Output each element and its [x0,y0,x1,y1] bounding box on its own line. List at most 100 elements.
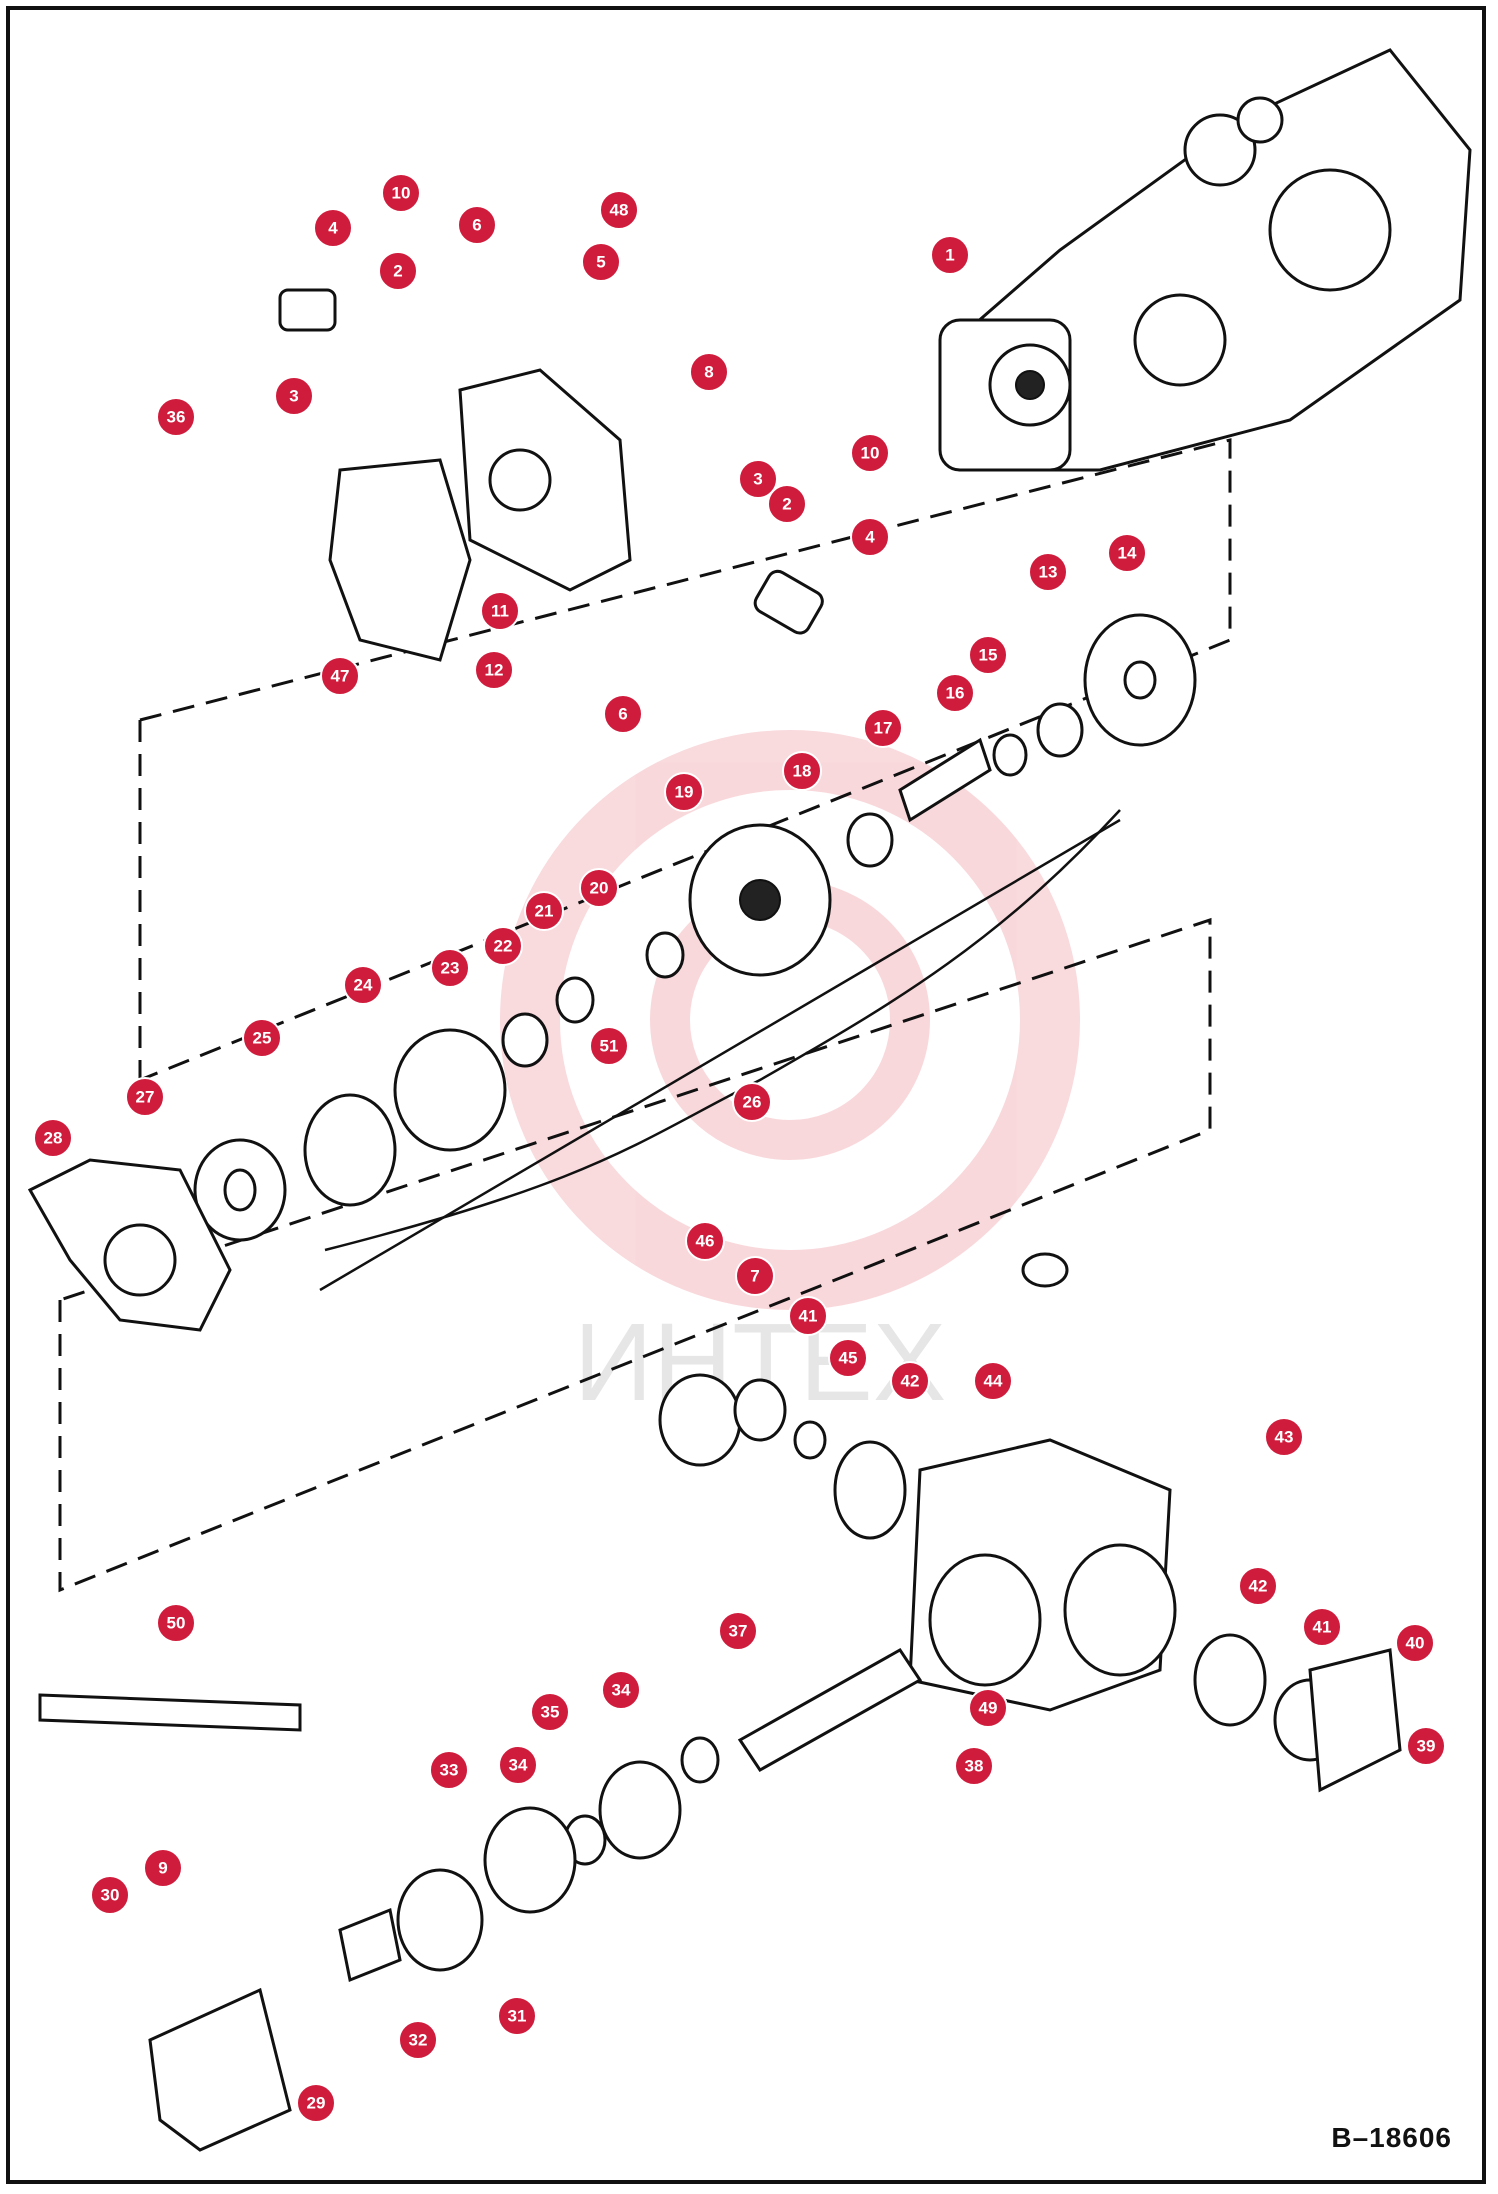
callout-34: 34 [601,1670,641,1710]
svg-text:25: 25 [253,1029,272,1048]
callout-26: 26 [732,1082,772,1122]
callout-22: 22 [483,926,523,966]
callout-4: 4 [850,517,890,557]
svg-text:8: 8 [704,363,713,382]
svg-text:9: 9 [158,1859,167,1878]
callout-6: 6 [603,694,643,734]
svg-text:38: 38 [965,1757,984,1776]
svg-text:34: 34 [612,1681,631,1700]
callout-43: 43 [1264,1417,1304,1457]
valve-block [278,288,824,662]
callout-44: 44 [973,1361,1013,1401]
callout-34: 34 [498,1745,538,1785]
drawing-reference-code: B–18606 [1331,2122,1452,2153]
svg-text:34: 34 [509,1756,528,1775]
callout-30: 30 [90,1875,130,1915]
svg-text:26: 26 [743,1093,762,1112]
svg-text:48: 48 [610,201,629,220]
callout-16: 16 [935,673,975,713]
callout-31: 31 [497,1996,537,2036]
svg-text:18: 18 [793,762,812,781]
callout-36: 36 [156,397,196,437]
callout-40: 40 [1395,1623,1435,1663]
callout-21: 21 [524,891,564,931]
lower-housing [38,1252,1402,2152]
svg-text:27: 27 [136,1088,155,1107]
svg-text:29: 29 [307,2094,326,2113]
callout-47: 47 [320,656,360,696]
callout-24: 24 [343,965,383,1005]
svg-text:21: 21 [535,902,554,921]
svg-text:35: 35 [541,1703,560,1722]
callout-10: 10 [381,173,421,213]
callout-32: 32 [398,2020,438,2060]
svg-text:10: 10 [861,444,880,463]
callout-23: 23 [430,948,470,988]
svg-text:22: 22 [494,937,513,956]
svg-text:46: 46 [696,1232,715,1251]
svg-text:14: 14 [1118,544,1137,563]
svg-text:16: 16 [946,684,965,703]
callout-27: 27 [125,1077,165,1117]
svg-text:10: 10 [392,184,411,203]
svg-text:2: 2 [393,262,402,281]
svg-text:5: 5 [596,253,605,272]
svg-text:12: 12 [485,661,504,680]
callout-49: 49 [968,1688,1008,1728]
svg-text:3: 3 [753,470,762,489]
callout-3: 3 [274,376,314,416]
svg-text:7: 7 [750,1267,759,1286]
callout-29: 29 [296,2083,336,2123]
callout-41: 41 [788,1296,828,1336]
svg-text:42: 42 [1249,1577,1268,1596]
svg-text:51: 51 [600,1037,619,1056]
svg-text:17: 17 [874,719,893,738]
callout-17: 17 [863,708,903,748]
callout-41: 41 [1302,1607,1342,1647]
callout-46: 46 [685,1221,725,1261]
svg-text:2: 2 [782,495,791,514]
svg-text:40: 40 [1406,1634,1425,1653]
callout-20: 20 [579,868,619,908]
callout-45: 45 [828,1338,868,1378]
svg-text:49: 49 [979,1699,998,1718]
svg-text:41: 41 [1313,1618,1332,1637]
callout-13: 13 [1028,552,1068,592]
callout-15: 15 [968,635,1008,675]
svg-text:36: 36 [167,408,186,427]
svg-text:42: 42 [901,1372,920,1391]
callout-37: 37 [718,1611,758,1651]
callout-25: 25 [242,1018,282,1058]
svg-text:24: 24 [354,976,373,995]
callout-33: 33 [429,1750,469,1790]
svg-text:50: 50 [167,1614,186,1633]
callout-14: 14 [1107,533,1147,573]
assembly-lines [58,438,1232,1593]
svg-text:13: 13 [1039,563,1058,582]
callout-50: 50 [156,1603,196,1643]
svg-text:3: 3 [289,387,298,406]
svg-text:19: 19 [675,783,694,802]
svg-text:30: 30 [101,1886,120,1905]
callout-7: 7 [735,1256,775,1296]
svg-text:39: 39 [1417,1737,1436,1756]
callout-39: 39 [1406,1726,1446,1766]
svg-text:11: 11 [491,602,509,621]
svg-text:15: 15 [979,646,998,665]
svg-text:47: 47 [331,667,350,686]
callout-4: 4 [313,208,353,248]
callout-2: 2 [378,251,418,291]
svg-text:6: 6 [618,705,627,724]
callout-48: 48 [599,190,639,230]
callout-6: 6 [457,205,497,245]
callout-9: 9 [143,1848,183,1888]
callout-18: 18 [782,751,822,791]
svg-text:44: 44 [984,1372,1003,1391]
svg-text:6: 6 [472,216,481,235]
svg-text:32: 32 [409,2031,428,2050]
svg-text:4: 4 [865,528,875,547]
callout-12: 12 [474,650,514,690]
diagram-frame [6,6,1486,2184]
svg-text:4: 4 [328,219,338,238]
callout-35: 35 [530,1692,570,1732]
